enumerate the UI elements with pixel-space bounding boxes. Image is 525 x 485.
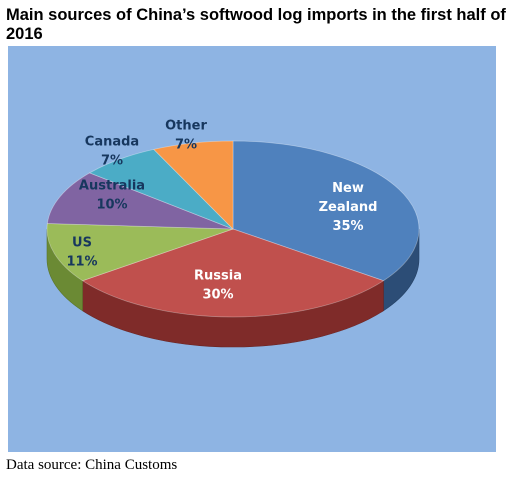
slice-label-new-zealand: New xyxy=(332,181,364,196)
slice-value-us: 11% xyxy=(66,255,97,270)
chart-title: Main sources of China’s softwood log imp… xyxy=(6,6,506,43)
data-source-note: Data source: China Customs xyxy=(6,457,178,473)
slice-label-russia: Russia xyxy=(194,269,242,284)
pie-slice-russia xyxy=(81,228,385,318)
pie-slice-us xyxy=(46,223,234,282)
slice-label-other: Other xyxy=(165,119,207,134)
pie-slice-other xyxy=(153,140,234,230)
slice-label-australia: Australia xyxy=(79,179,145,194)
slice-value-russia: 30% xyxy=(202,288,233,303)
slice-value-new-zealand: 35% xyxy=(332,219,363,234)
slice-value-australia: 10% xyxy=(96,198,127,213)
pie-slice-canada xyxy=(88,148,234,230)
slice-value-other: 7% xyxy=(175,138,197,153)
slice-label-canada: Canada xyxy=(85,135,139,150)
pie-slice-new-zealand xyxy=(232,140,420,282)
slice-value-canada: 7% xyxy=(101,154,123,169)
pie-slice-australia xyxy=(46,172,234,230)
pie-tops xyxy=(46,140,420,318)
slice-label-us: US xyxy=(72,236,92,251)
slice-label-new-zealand: Zealand xyxy=(319,200,378,215)
